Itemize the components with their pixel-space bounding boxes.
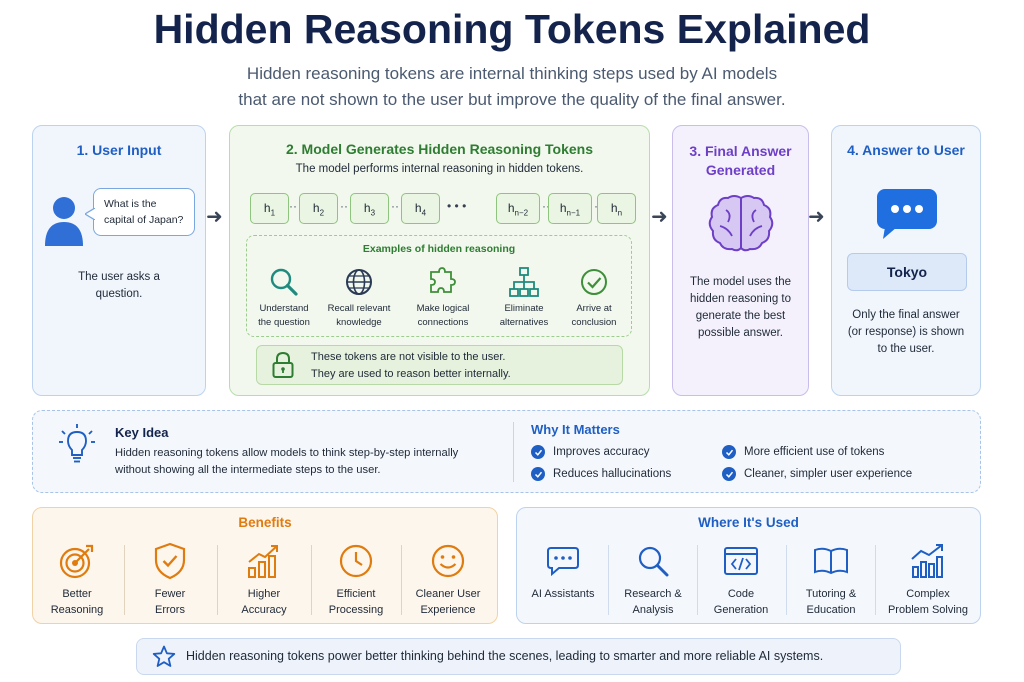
clock-icon bbox=[339, 544, 373, 578]
step-answer-user-title: 4. Answer to User bbox=[847, 142, 965, 158]
benefit-efficient-processing: Efficient Processing bbox=[316, 540, 396, 618]
hierarchy-icon bbox=[509, 267, 539, 297]
lightbulb-icon bbox=[59, 424, 95, 463]
key-idea-title: Key Idea bbox=[115, 425, 169, 440]
token-box: h4 bbox=[401, 193, 440, 224]
benefit-better-reasoning: Better Reasoning bbox=[37, 540, 117, 618]
magnifier-icon bbox=[270, 268, 298, 296]
footer-text: Hidden reasoning tokens power better thi… bbox=[186, 649, 824, 663]
usage-divider bbox=[875, 545, 876, 615]
brain-icon bbox=[708, 195, 774, 252]
code-window-icon bbox=[724, 547, 758, 575]
token-box: h2 bbox=[299, 193, 338, 224]
step-final-answer-desc: The model uses the hidden reasoning to g… bbox=[689, 276, 792, 339]
page-subtitle: Hidden reasoning tokens are internal thi… bbox=[238, 64, 786, 109]
usage-research: Research & Analysis bbox=[612, 540, 694, 618]
bar-growth-icon bbox=[911, 544, 943, 578]
token-box: hn−2 bbox=[496, 193, 540, 224]
footer-banner bbox=[136, 638, 901, 675]
step-hidden-reasoning-desc: The model performs internal reasoning in… bbox=[295, 163, 584, 175]
usage-code-generation: Code Generation bbox=[700, 540, 782, 618]
step-hidden-reasoning-title: 2. Model Generates Hidden Reasoning Toke… bbox=[285, 141, 594, 157]
answer-box: Tokyo bbox=[847, 253, 967, 291]
arrow-right-icon: ➜ bbox=[651, 206, 668, 228]
smiley-icon bbox=[431, 544, 465, 578]
key-idea-panel bbox=[32, 410, 981, 493]
step-answer-user-desc: Only the final answer (or response) is s… bbox=[847, 309, 965, 355]
check-icon bbox=[531, 445, 545, 459]
why-item: More efficient use of tokens bbox=[722, 445, 884, 459]
search-icon bbox=[638, 546, 669, 577]
usage-divider bbox=[786, 545, 787, 615]
token-box: hn bbox=[597, 193, 636, 224]
key-idea-divider bbox=[513, 422, 514, 482]
token-box: h3 bbox=[350, 193, 389, 224]
token-box: h1 bbox=[250, 193, 289, 224]
benefit-divider bbox=[401, 545, 402, 615]
step-final-answer-title: 3. Final Answer Generated bbox=[689, 143, 792, 178]
growth-chart-icon bbox=[248, 545, 278, 578]
token-ellipsis: • • • bbox=[447, 199, 467, 213]
hidden-note-text: These tokens are not visible to the user… bbox=[311, 351, 511, 380]
examples-box bbox=[246, 235, 632, 337]
globe-icon bbox=[346, 269, 372, 295]
usage-divider bbox=[697, 545, 698, 615]
book-icon bbox=[814, 547, 848, 575]
benefit-divider bbox=[124, 545, 125, 615]
example-connections: Make logical connections bbox=[401, 262, 485, 330]
user-icon bbox=[45, 197, 83, 246]
page-title: Hidden Reasoning Tokens Explained bbox=[153, 6, 871, 52]
check-icon bbox=[722, 467, 736, 481]
why-item: Cleaner, simpler user experience bbox=[722, 467, 912, 481]
lock-icon bbox=[272, 351, 294, 378]
check-circle-icon bbox=[581, 269, 607, 295]
why-item: Reduces hallucinations bbox=[531, 467, 671, 481]
token-separator: ·· bbox=[391, 199, 399, 213]
benefit-higher-accuracy: Higher Accuracy bbox=[223, 540, 305, 618]
examples-title: Examples of hidden reasoning bbox=[362, 243, 516, 255]
step-user-input-title: 1. User Input bbox=[76, 142, 162, 158]
target-icon bbox=[59, 544, 94, 579]
step-user-input-desc: The user asks a question. bbox=[78, 271, 160, 300]
bubble-tail-icon bbox=[85, 208, 95, 220]
arrow-right-icon: ➜ bbox=[206, 206, 223, 228]
benefit-divider bbox=[217, 545, 218, 615]
step-user-input-panel: 1. User Input What is the capital of Jap… bbox=[32, 125, 206, 396]
token-box: hn−1 bbox=[548, 193, 592, 224]
user-question-bubble: What is the capital of Japan? bbox=[93, 188, 195, 236]
chat-icon bbox=[547, 547, 579, 577]
why-item: Improves accuracy bbox=[531, 445, 650, 459]
star-icon bbox=[152, 645, 176, 667]
token-separator: ·· bbox=[542, 199, 550, 213]
check-icon bbox=[531, 467, 545, 481]
key-idea-text: Hidden reasoning tokens allow models to … bbox=[115, 447, 459, 476]
token-separator: ·· bbox=[289, 199, 297, 213]
why-title: Why It Matters bbox=[531, 422, 620, 437]
arrow-right-icon: ➜ bbox=[808, 206, 825, 228]
token-separator: ·· bbox=[340, 199, 348, 213]
usage-problem-solving: Complex Problem Solving bbox=[879, 540, 977, 618]
benefit-fewer-errors: Fewer Errors bbox=[130, 540, 210, 618]
usage-title: Where It's Used bbox=[698, 515, 799, 530]
usage-ai-assistants: AI Assistants bbox=[522, 540, 604, 602]
benefit-divider bbox=[311, 545, 312, 615]
step-answer-user-panel: 4. Answer to User Tokyo Only the final a… bbox=[831, 125, 981, 396]
step-final-answer-panel: 3. Final Answer Generated The model uses… bbox=[672, 125, 809, 396]
benefit-cleaner-experience: Cleaner User Experience bbox=[403, 540, 493, 618]
usage-tutoring: Tutoring & Education bbox=[790, 540, 872, 618]
puzzle-icon bbox=[430, 267, 456, 293]
usage-divider bbox=[608, 545, 609, 615]
example-understand: Understand the question bbox=[242, 262, 326, 330]
benefits-title: Benefits bbox=[238, 515, 292, 530]
example-eliminate: Eliminate alternatives bbox=[482, 262, 566, 330]
example-conclusion: Arrive at conclusion bbox=[552, 262, 636, 330]
example-recall: Recall relevant knowledge bbox=[317, 262, 401, 330]
hidden-note-box bbox=[256, 345, 623, 385]
chat-bubble-icon bbox=[877, 189, 937, 239]
shield-check-icon bbox=[154, 542, 186, 580]
check-icon bbox=[722, 445, 736, 459]
